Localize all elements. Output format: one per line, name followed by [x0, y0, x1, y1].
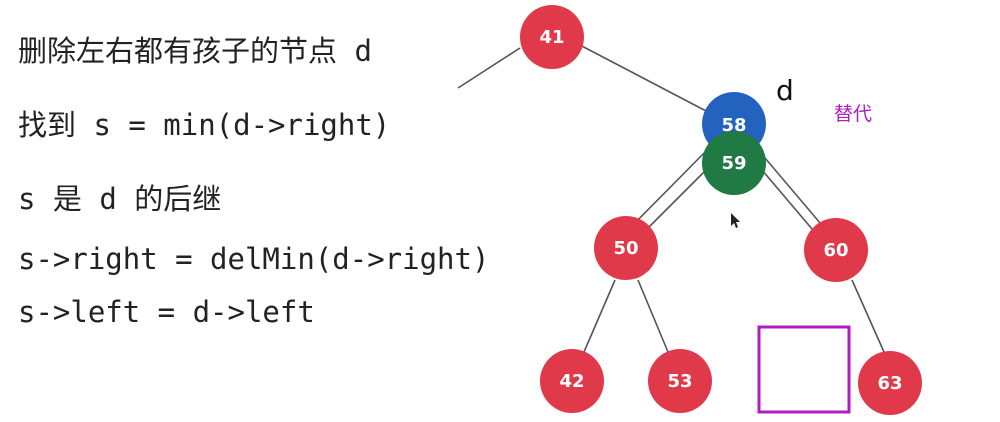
- edge-58-60: [753, 144, 827, 231]
- node-53: 53: [648, 349, 712, 413]
- node-59-circle: [702, 131, 766, 195]
- text-line-right-assign: s->right = delMin(d->right): [18, 242, 490, 276]
- node-50-circle: [594, 216, 658, 280]
- edge-50-53: [637, 279, 669, 353]
- edge-59-50: [639, 169, 707, 237]
- tree-edges: [457, 43, 885, 353]
- node-63: 63: [858, 351, 922, 415]
- highlight-box: [757, 325, 851, 414]
- node-41: 41: [520, 5, 584, 69]
- node-63-circle: [858, 351, 922, 415]
- text-line-successor-note: s 是 d 的后继: [18, 182, 222, 216]
- node-42-label: 42: [559, 371, 584, 392]
- node-63-label: 63: [877, 373, 902, 394]
- node-42-circle: [540, 349, 604, 413]
- edge-60-63: [851, 279, 885, 353]
- node-60-label: 60: [823, 240, 848, 261]
- node-42: 42: [540, 349, 604, 413]
- text-line-title: 删除左右都有孩子的节点 d: [18, 34, 372, 68]
- node-60: 60: [804, 218, 868, 282]
- edge-58-50: [627, 144, 713, 231]
- node-53-circle: [648, 349, 712, 413]
- node-53-label: 53: [667, 371, 692, 392]
- d-label: d: [776, 74, 794, 107]
- edge-59-60: [761, 169, 819, 237]
- node-59: 59: [702, 131, 766, 195]
- node-60-circle: [804, 218, 868, 282]
- node-50-label: 50: [613, 238, 638, 259]
- text-line-left-assign: s->left = d->left: [18, 295, 315, 329]
- edge-50-42: [583, 279, 616, 353]
- node-58-label: 58: [721, 115, 746, 136]
- mouse-cursor-icon: [731, 213, 740, 228]
- text-line-find-successor: 找到 s = min(d->right): [18, 108, 391, 142]
- node-41-label: 41: [539, 27, 564, 48]
- node-50: 50: [594, 216, 658, 280]
- node-41-circle: [520, 5, 584, 69]
- edge-41-left-offscreen: [457, 47, 521, 89]
- replace-label: 替代: [834, 103, 872, 125]
- edge-41-58: [577, 43, 709, 113]
- node-59-label: 59: [721, 153, 746, 174]
